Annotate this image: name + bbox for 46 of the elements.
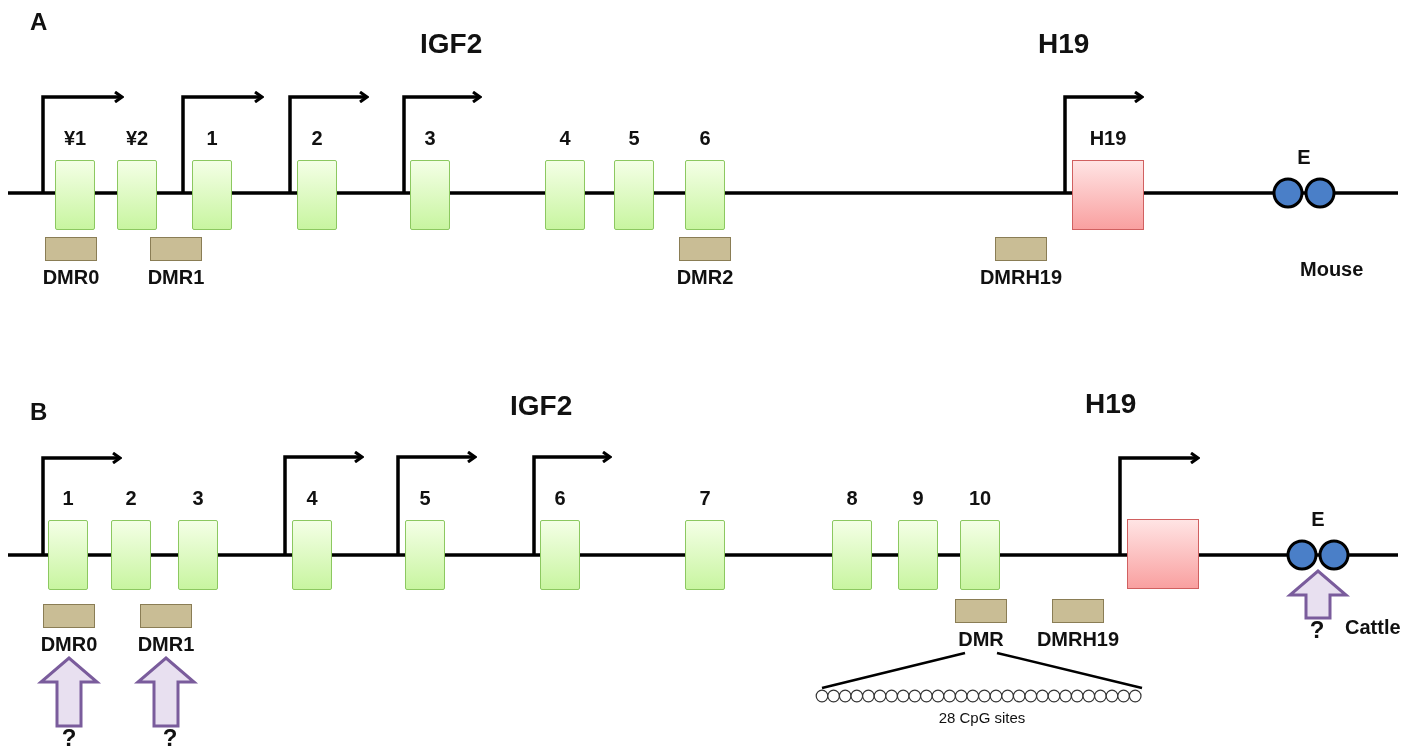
species-label: Mouse — [1300, 258, 1364, 281]
exon-number: 3 — [423, 126, 437, 150]
panel-letter: A — [30, 8, 48, 36]
block-arrow — [1285, 569, 1351, 620]
exon-number: 5 — [627, 126, 641, 150]
exon-number: 6 — [553, 486, 567, 510]
block-arrow — [36, 656, 102, 728]
dmr-label: DMR2 — [675, 265, 735, 289]
exon-number: ¥2 — [124, 126, 150, 150]
exon-number: 1 — [61, 486, 75, 510]
gene-name: H19 — [1085, 388, 1137, 420]
dmr-label: DMRH19 — [1035, 627, 1121, 651]
exon-number: 6 — [698, 126, 712, 150]
exon-number: 3 — [191, 486, 205, 510]
gene-name: H19 — [1038, 28, 1090, 60]
dmr-label: DMR1 — [136, 632, 196, 656]
dmr-label: DMR0 — [41, 265, 101, 289]
cpg-sites-label: 28 CpG sites — [937, 708, 1027, 728]
exon-number: 2 — [124, 486, 138, 510]
exon-number: 2 — [310, 126, 324, 150]
zoom-line — [996, 651, 1143, 690]
exon-number: 4 — [558, 126, 572, 150]
gene-label: H19 — [1088, 126, 1128, 150]
zoom-line — [821, 651, 966, 690]
panel-letter: B — [30, 398, 48, 426]
question-mark: ? — [161, 726, 179, 750]
exon-number: ¥1 — [62, 126, 88, 150]
exon-number: 4 — [305, 486, 319, 510]
exon-number: 5 — [418, 486, 432, 510]
enhancer-label: E — [1310, 507, 1326, 531]
question-mark: ? — [60, 726, 78, 750]
dmr-label: DMRH19 — [978, 265, 1064, 289]
exon-number: 1 — [205, 126, 219, 150]
dmr-label: DMR1 — [146, 265, 206, 289]
block-arrow — [133, 656, 199, 728]
dmr-label: DMR — [957, 627, 1005, 651]
question-mark: ? — [1308, 618, 1326, 642]
dmr-label: DMR0 — [39, 632, 99, 656]
species-label: Cattle — [1345, 616, 1401, 639]
exon-number: 10 — [967, 486, 993, 510]
exon-number: 9 — [911, 486, 925, 510]
gene-name: IGF2 — [420, 28, 483, 60]
exon-number: 7 — [698, 486, 712, 510]
gene-name: IGF2 — [510, 390, 573, 422]
enhancer-label: E — [1296, 145, 1312, 169]
exon-number: 8 — [845, 486, 859, 510]
